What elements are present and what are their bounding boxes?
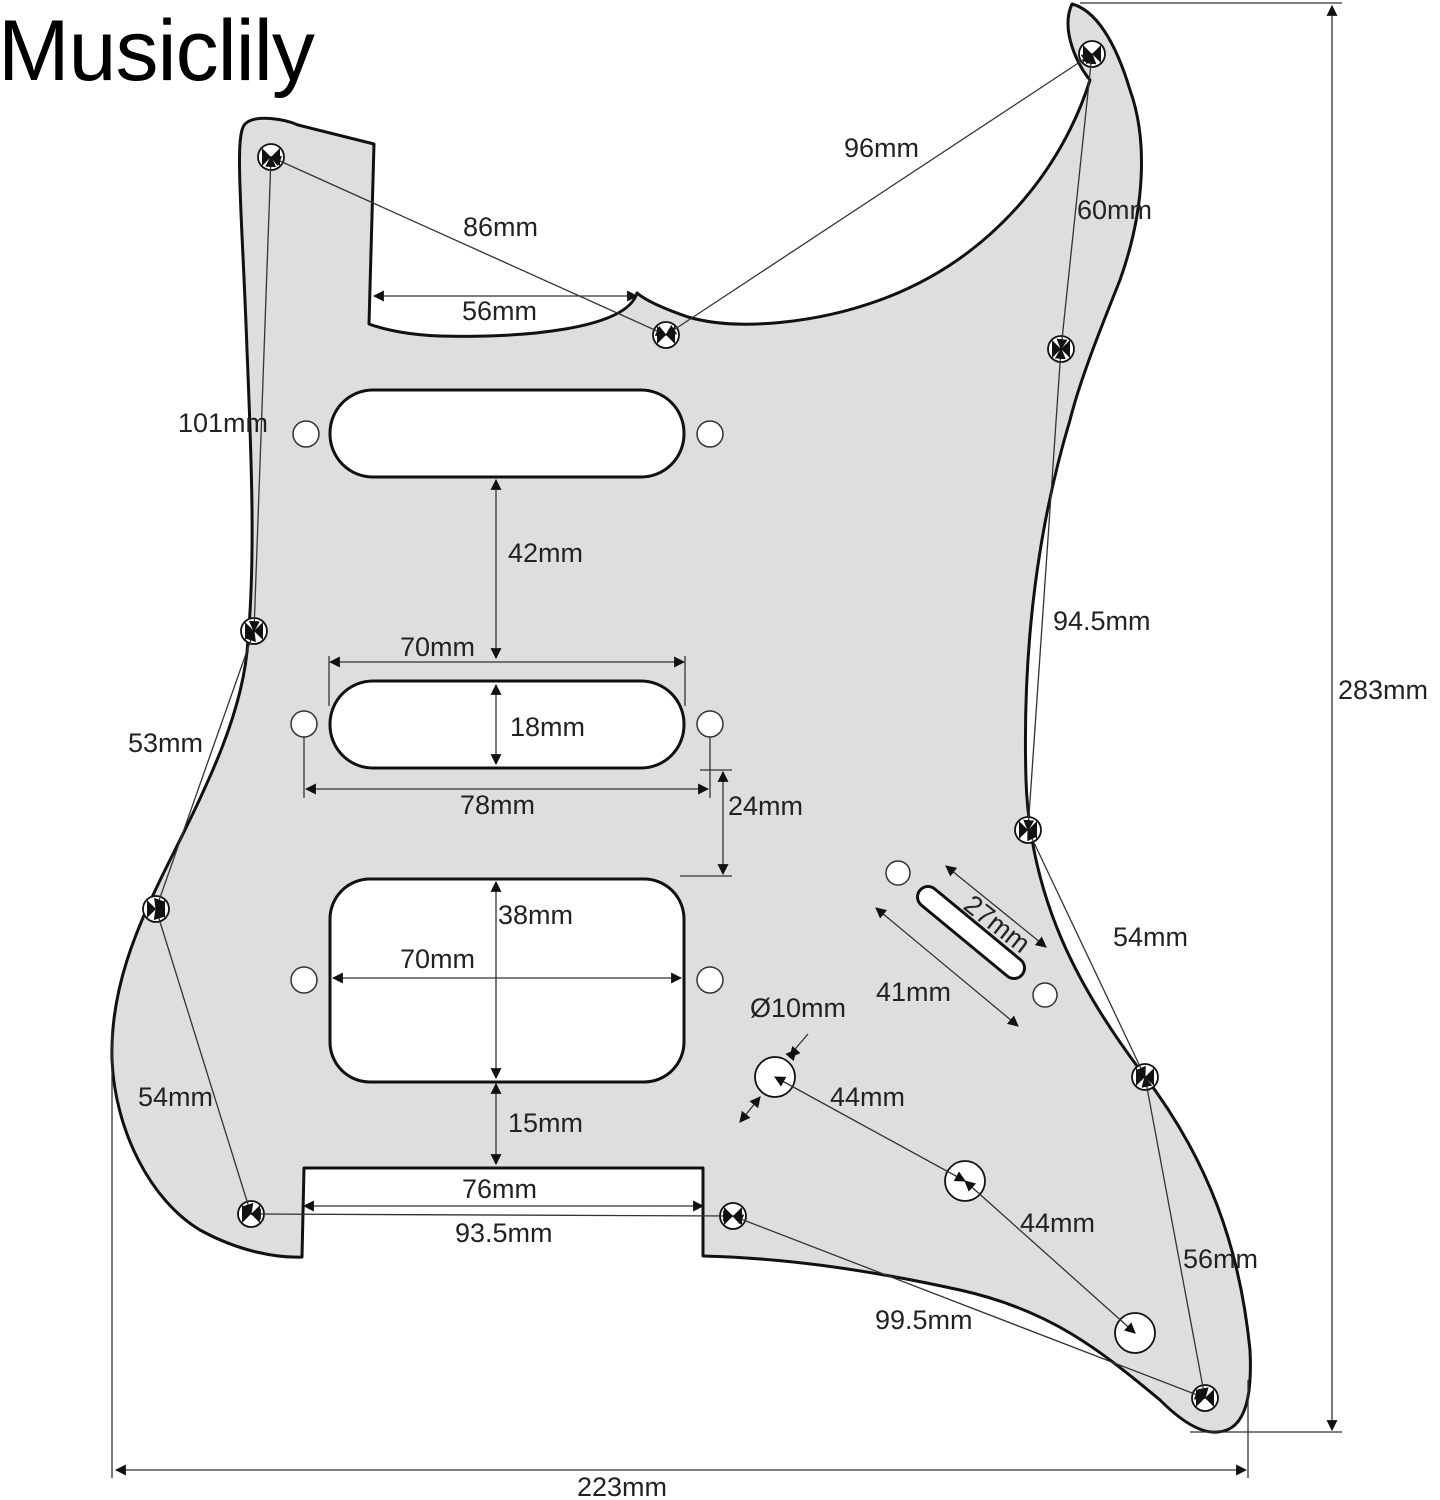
label-18mm: 18mm — [510, 712, 585, 742]
label-70mm-humbucker: 70mm — [400, 944, 475, 974]
pickup-screw-hole — [290, 710, 318, 738]
label-101mm: 101mm — [178, 408, 268, 438]
label-38mm: 38mm — [498, 900, 573, 930]
label-44mm-upper: 44mm — [830, 1082, 905, 1112]
label-93-5mm: 93.5mm — [455, 1218, 553, 1248]
brand-logo: Musiclily — [0, 3, 315, 99]
dimension-line — [785, 1045, 801, 1062]
label-76mm: 76mm — [462, 1174, 537, 1204]
label-15mm: 15mm — [508, 1108, 583, 1138]
dimension-line — [964, 1180, 1136, 1334]
pickup-screw-hole — [292, 420, 320, 448]
dimension-line — [248, 155, 277, 633]
neck-pickup-route — [328, 388, 686, 479]
label-78mm: 78mm — [460, 790, 535, 820]
pickup-screw-hole — [696, 710, 724, 738]
label-overall-width: 223mm — [577, 1472, 667, 1500]
dimension-line — [153, 907, 254, 1216]
label-70mm-single: 70mm — [400, 632, 475, 662]
label-53mm: 53mm — [128, 728, 203, 758]
switch-screw-hole — [1032, 982, 1058, 1008]
dimension-line — [249, 1208, 735, 1222]
label-overall-height: 283mm — [1338, 675, 1428, 705]
dimension-line — [739, 1096, 761, 1123]
dimension-line — [1056, 52, 1097, 351]
dimension-line — [154, 629, 256, 911]
dimension-line — [774, 1076, 966, 1182]
switch-screw-hole — [885, 860, 911, 886]
label-86mm: 86mm — [463, 212, 538, 242]
label-41mm: 41mm — [876, 977, 951, 1007]
label-44mm-lower: 44mm — [1020, 1208, 1095, 1238]
pickup-screw-hole — [696, 420, 724, 448]
dimension-line — [269, 156, 668, 336]
dimension-line — [665, 53, 1093, 336]
label-96mm: 96mm — [844, 133, 919, 163]
dimension-line — [1023, 347, 1066, 832]
label-24mm: 24mm — [728, 791, 803, 821]
label-60mm: 60mm — [1077, 195, 1152, 225]
label-99-5mm: 99.5mm — [875, 1305, 973, 1335]
pickup-screw-hole — [696, 966, 724, 994]
pickup-screw-holes — [290, 420, 724, 994]
dimension-line — [1027, 829, 1146, 1078]
dimension-line — [945, 865, 1047, 948]
label-54mm-right: 54mm — [1113, 922, 1188, 952]
label-42mm: 42mm — [508, 538, 583, 568]
dimension-line — [875, 907, 1019, 1027]
dimension-lines — [111, 2, 1342, 1478]
pickup-screw-hole — [290, 966, 318, 994]
label-diameter-10mm: Ø10mm — [750, 993, 846, 1023]
label-56mm-right: 56mm — [1183, 1244, 1258, 1274]
label-94-5mm: 94.5mm — [1053, 606, 1151, 636]
label-56mm-neck: 56mm — [462, 296, 537, 326]
middle-pickup-route — [328, 679, 686, 770]
label-54mm-left: 54mm — [138, 1082, 213, 1112]
